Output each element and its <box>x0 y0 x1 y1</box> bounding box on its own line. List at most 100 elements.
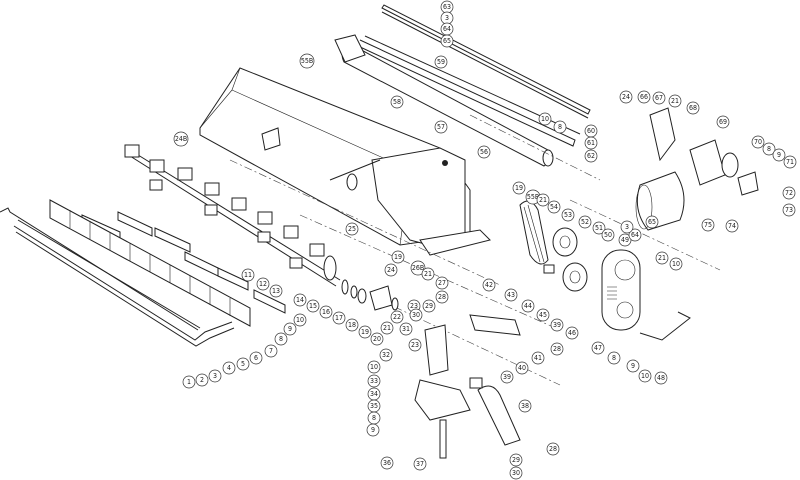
label-circle <box>274 332 288 346</box>
part-label-33: 33 <box>367 374 381 388</box>
part-label-64: 64 <box>628 228 642 242</box>
part-label-32: 32 <box>379 348 393 362</box>
part-label-72: 72 <box>782 186 796 200</box>
label-text: 10 <box>672 260 680 268</box>
label-text: 68 <box>689 104 697 112</box>
label-circle <box>669 257 683 271</box>
part-label-58: 58 <box>390 95 404 109</box>
label-circle <box>538 112 552 126</box>
comb-part <box>49 199 251 327</box>
label-text: 21 <box>671 97 679 105</box>
belt-guard-part <box>601 249 641 331</box>
label-circle <box>668 94 682 108</box>
label-circle <box>222 361 236 375</box>
label-circle <box>306 299 320 313</box>
part-label-57: 57 <box>434 120 448 134</box>
part-label-9: 9 <box>626 359 640 373</box>
label-circle <box>536 308 550 322</box>
belt-pulley-part <box>519 200 588 292</box>
part-label-73: 73 <box>782 203 796 217</box>
part-label-28: 28 <box>435 290 449 304</box>
label-circle <box>500 370 514 384</box>
label-text: 18 <box>348 321 356 329</box>
label-circle <box>626 359 640 373</box>
label-text: 65 <box>443 37 451 45</box>
label-circle <box>783 155 797 169</box>
part-label-68: 68 <box>686 101 700 115</box>
part-label-9: 9 <box>366 423 380 437</box>
part-label-65: 65 <box>645 215 659 229</box>
part-label-64: 64 <box>440 22 454 36</box>
part-label-37: 37 <box>413 457 427 471</box>
label-text: 56 <box>480 148 488 156</box>
label-text: 5 <box>241 360 245 368</box>
label-text: 23 <box>411 341 419 349</box>
label-circle <box>509 453 523 467</box>
bearing-seals-part <box>341 279 399 311</box>
label-text: 19 <box>361 328 369 336</box>
part-label-21: 21 <box>655 251 669 265</box>
part-label-56: 56 <box>477 145 491 159</box>
label-circle <box>536 193 550 207</box>
label-text: 9 <box>777 151 781 159</box>
label-circle <box>435 290 449 304</box>
label-circle <box>725 219 739 233</box>
label-text: 66 <box>640 93 648 101</box>
part-label-63: 63 <box>440 0 454 14</box>
label-circle <box>550 342 564 356</box>
part-label-13: 13 <box>269 284 283 298</box>
label-text: 21 <box>424 270 432 278</box>
part-label-27: 27 <box>435 276 449 290</box>
label-circle <box>358 325 372 339</box>
label-text: 21 <box>539 196 547 204</box>
part-label-36: 36 <box>380 456 394 470</box>
part-label-52: 52 <box>578 215 592 229</box>
part-label-40: 40 <box>515 361 529 375</box>
part-label-48: 48 <box>654 371 668 385</box>
label-circle <box>345 222 359 236</box>
rotor-flails-part <box>124 144 341 287</box>
part-label-66: 66 <box>637 90 651 104</box>
part-label-18: 18 <box>345 318 359 332</box>
label-circle <box>413 457 427 471</box>
label-circle <box>547 200 561 214</box>
label-circle <box>256 277 270 291</box>
label-circle <box>195 373 209 387</box>
label-circle <box>584 149 598 163</box>
label-text: 9 <box>631 362 635 370</box>
label-text: 42 <box>485 281 493 289</box>
label-text: 28 <box>549 445 557 453</box>
part-label-9: 9 <box>772 148 786 162</box>
handle-part <box>639 311 691 341</box>
hood-housing-part <box>199 67 491 256</box>
label-text: 19 <box>394 253 402 261</box>
label-text: 19 <box>515 184 523 192</box>
label-text: 55B <box>527 193 539 201</box>
label-text: 45 <box>539 311 547 319</box>
part-label-26B: 26B <box>410 260 426 276</box>
label-circle <box>716 115 730 129</box>
label-circle <box>701 218 715 232</box>
label-circle <box>293 313 307 327</box>
label-text: 47 <box>594 344 602 352</box>
label-text: 52 <box>581 218 589 226</box>
label-text: 33 <box>370 377 378 385</box>
part-label-2: 2 <box>195 373 209 387</box>
top-rail-part <box>381 4 591 119</box>
label-circle <box>380 321 394 335</box>
label-text: 8 <box>372 414 376 422</box>
part-label-5: 5 <box>236 357 250 371</box>
part-label-53: 53 <box>561 208 575 222</box>
label-text: 46 <box>568 329 576 337</box>
label-text: 3 <box>213 372 217 380</box>
label-text: 21 <box>658 254 666 262</box>
label-text: 60 <box>587 127 595 135</box>
label-text: 13 <box>272 287 280 295</box>
label-circle <box>601 228 615 242</box>
label-circle <box>173 131 189 147</box>
label-circle <box>518 399 532 413</box>
label-text: 3 <box>625 223 629 231</box>
label-circle <box>504 288 518 302</box>
part-label-62: 62 <box>584 149 598 163</box>
part-label-28: 28 <box>546 442 560 456</box>
